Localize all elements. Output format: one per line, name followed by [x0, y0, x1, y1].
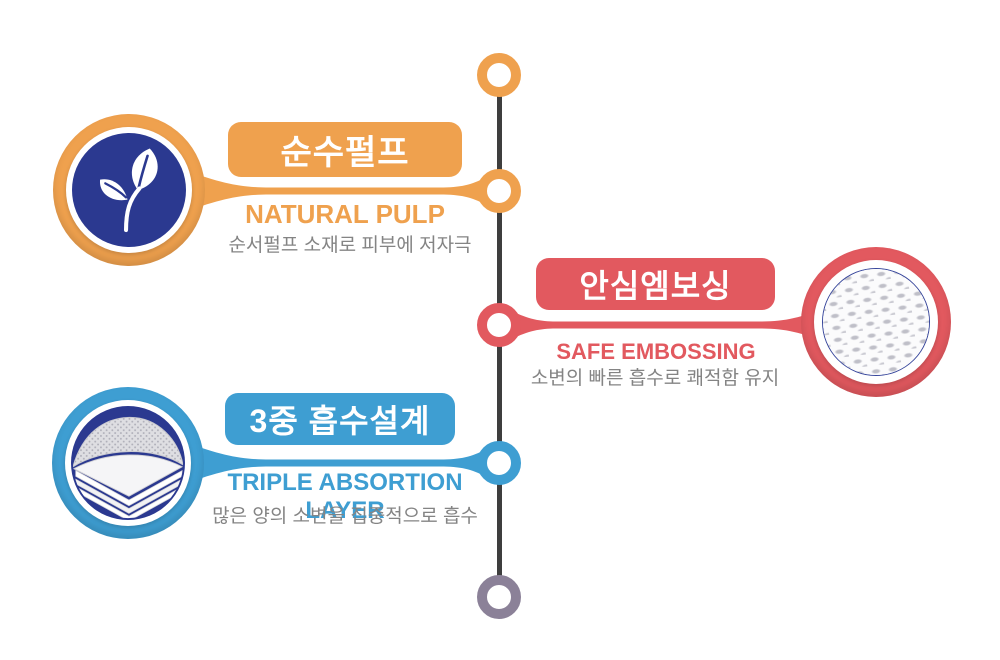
natural-pulp-title-en: NATURAL PULP — [245, 199, 445, 229]
safe-embossing-circle-ring — [814, 260, 938, 384]
safe-embossing-circle — [801, 247, 951, 397]
natural-pulp-title-box: 순수펄프 — [228, 122, 462, 177]
leaf-icon — [72, 133, 186, 247]
safe-embossing-description: 소변의 빠른 흡수로 쾌적함 유지 — [530, 368, 780, 389]
triple-absorption-title-box: 3중 흡수설계 — [225, 393, 455, 445]
absorption-layers-icon — [71, 406, 185, 520]
connector-natural-pulp — [185, 170, 486, 212]
timeline-top-node — [477, 53, 521, 97]
connector-safe-embossing — [512, 306, 830, 344]
timeline-bottom-node — [477, 575, 521, 619]
natural-pulp-circle — [53, 114, 205, 266]
timeline-natural-pulp-node — [477, 169, 521, 213]
connector-triple-absorption — [185, 442, 486, 484]
triple-absorption-circle-ring — [65, 400, 191, 526]
triple-absorption-title-ko: 3중 흡수설계 — [249, 403, 431, 439]
safe-embossing-title-en: SAFE EMBOSSING — [556, 339, 756, 364]
safe-embossing-title-ko: 안심엠보싱 — [579, 268, 732, 304]
triple-absorption-title-en: TRIPLE ABSORTION LAYER — [227, 469, 463, 524]
natural-pulp-circle-ring — [66, 127, 192, 253]
natural-pulp-description: 순서펄프 소재로 피부에 저자극 — [228, 235, 472, 256]
timeline-safe-embossing-node — [477, 303, 521, 347]
safe-embossing-title-box: 안심엠보싱 — [536, 258, 775, 310]
triple-absorption-circle — [52, 387, 204, 539]
timeline-triple-absorption-node — [477, 441, 521, 485]
embossing-texture-icon — [822, 268, 930, 376]
triple-absorption-description: 많은 양의 소변을 집중적으로 흡수 — [212, 506, 478, 527]
natural-pulp-title-ko: 순수펄프 — [280, 134, 410, 172]
embossing-texture-pattern — [823, 269, 929, 375]
